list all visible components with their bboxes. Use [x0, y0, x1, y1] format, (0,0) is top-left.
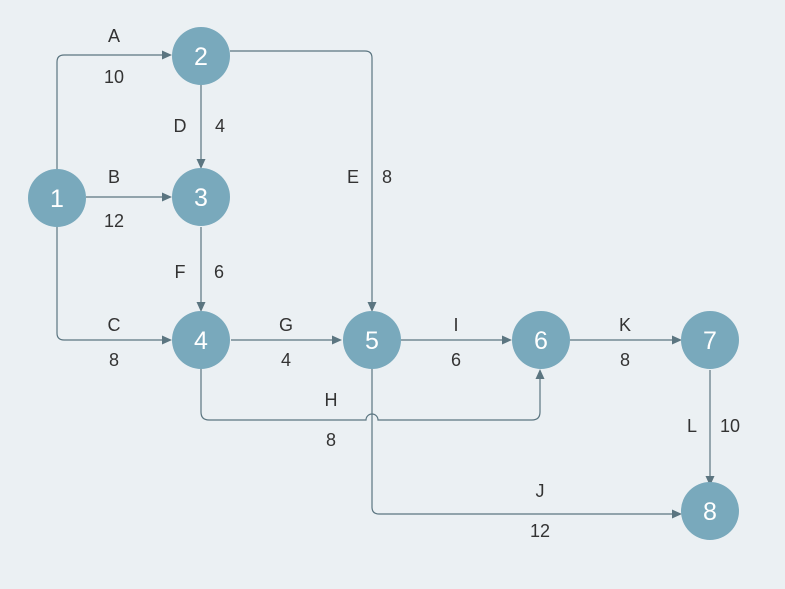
- node-7: 7: [681, 311, 739, 369]
- edge-B-activity: B: [108, 167, 120, 187]
- node-1: 1: [28, 169, 86, 227]
- edge-E-activity: E: [347, 167, 359, 187]
- node-8-label: 8: [703, 498, 717, 526]
- edge-H-activity: H: [325, 390, 338, 410]
- node-2: 2: [172, 27, 230, 85]
- node-2-label: 2: [194, 43, 208, 71]
- edge-L-duration: 10: [720, 416, 740, 436]
- edge-E: [230, 50, 373, 306]
- node-5: 5: [343, 311, 401, 369]
- edge-J: [371, 369, 676, 515]
- arrowhead-J: [672, 509, 682, 519]
- node-7-label: 7: [703, 327, 717, 355]
- edge-F-activity: F: [175, 262, 186, 282]
- arrowhead-H: [535, 369, 545, 379]
- node-6-label: 6: [534, 327, 548, 355]
- node-4: 4: [172, 311, 230, 369]
- edge-C-duration: 8: [109, 350, 119, 370]
- edge-F-duration: 6: [214, 262, 224, 282]
- edge-C-activity: C: [108, 315, 121, 335]
- node-3-label: 3: [194, 184, 208, 212]
- arrowhead-B: [162, 192, 172, 202]
- edge-G-activity: G: [279, 315, 293, 335]
- edge-J-activity: J: [536, 481, 545, 501]
- node-5-label: 5: [365, 327, 379, 355]
- edge-J-duration: 12: [530, 521, 550, 541]
- node-8: 8: [681, 482, 739, 540]
- edge-B-duration: 12: [104, 211, 124, 231]
- edge-D-activity: D: [174, 116, 187, 136]
- edge-A-duration: 10: [104, 67, 124, 87]
- edge-I-activity: I: [453, 315, 458, 335]
- node-3: 3: [172, 168, 230, 226]
- arrowhead-L: [705, 476, 715, 486]
- edge-E-duration: 8: [382, 167, 392, 187]
- arrowhead-E: [367, 302, 377, 312]
- edge-D-duration: 4: [215, 116, 225, 136]
- arrowhead-I: [502, 335, 512, 345]
- edge-G-duration: 4: [281, 350, 291, 370]
- edge-K-activity: K: [619, 315, 631, 335]
- nodes: 1 2 3 4 5 6 7 8: [28, 27, 739, 540]
- edge-L-activity: L: [687, 416, 697, 436]
- node-4-label: 4: [194, 327, 208, 355]
- arrowhead-K: [672, 335, 682, 345]
- edge-I-duration: 6: [451, 350, 461, 370]
- edges: [56, 50, 711, 515]
- node-6: 6: [512, 311, 570, 369]
- node-1-label: 1: [50, 185, 64, 213]
- edge-H: [200, 369, 541, 421]
- edge-labels: A 10 B 12 C 8 D 4 E 8 F 6 G 4 H 8 I 6 J …: [104, 26, 740, 541]
- edge-K-duration: 8: [620, 350, 630, 370]
- arrowheads: [162, 50, 715, 519]
- edge-C: [56, 226, 166, 341]
- arrowhead-A: [162, 50, 172, 60]
- arrowhead-F: [196, 302, 206, 312]
- edge-A: [56, 54, 166, 171]
- edge-A-activity: A: [108, 26, 120, 46]
- arrowhead-D: [196, 159, 206, 169]
- edge-H-duration: 8: [326, 430, 336, 450]
- arrowhead-C: [162, 335, 172, 345]
- arrowhead-G: [332, 335, 342, 345]
